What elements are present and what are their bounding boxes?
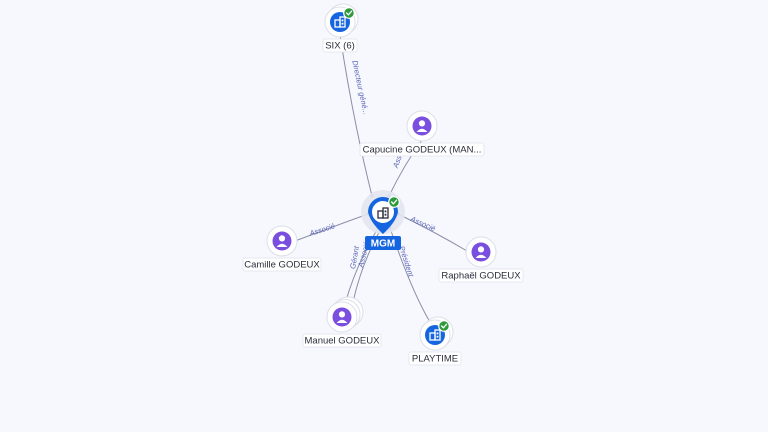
building-icon [377,207,389,219]
edge-six: Directeur géné... [339,34,374,198]
node-label-box [359,142,485,157]
node-label-box [242,257,322,272]
nodes-layer: SIX (6) Capucine GODEUX (MAN... Camille GO… [242,3,524,366]
node-label-box [408,351,462,366]
edge-line [397,213,468,252]
node-label: Camille GODEUX [244,260,320,271]
building-icon [429,329,441,341]
person-icon [272,231,292,251]
node-label: Raphaël GODEUX [441,271,521,282]
node-label: Manuel GODEUX [305,336,381,347]
person-icon [412,116,432,136]
edge-raphael: Associé [396,212,468,252]
edge-label: Associé [408,214,437,233]
building-icon [334,16,346,28]
node-label-box [322,38,358,53]
node-six[interactable]: SIX (6) [322,3,359,53]
edge-label: Gérant [348,245,361,270]
edge-label: Président [397,245,416,279]
center-label-box [365,236,401,250]
node-label-box [438,268,524,283]
edge-line [339,34,373,197]
verified-check-icon [388,196,400,208]
person-icon [332,307,352,327]
node-label: SIX (6) [325,41,355,52]
verified-check-icon [343,7,355,19]
center-label: MGM [371,239,395,250]
center-node-mgm[interactable]: MGM [361,190,405,250]
node-camille[interactable]: Camille GODEUX [242,225,322,272]
node-manuel[interactable]: Manuel GODEUX [302,296,382,348]
node-label: PLAYTIME [412,354,458,365]
verified-check-icon [438,320,450,332]
node-capucine[interactable]: Capucine GODEUX (MAN... [359,110,485,157]
edge-line [344,227,379,305]
node-label: Capucine GODEUX (MAN... [363,145,482,156]
edge-label: Associé [307,221,336,238]
edge-camille: Associé [294,212,370,242]
edge-label: Directeur géné... [350,59,370,115]
edge-line [352,228,382,303]
node-raphael[interactable]: Raphaël GODEUX [438,236,524,283]
node-label-box [302,333,382,348]
person-icon [471,242,491,262]
node-playtime[interactable]: PLAYTIME [408,316,462,366]
